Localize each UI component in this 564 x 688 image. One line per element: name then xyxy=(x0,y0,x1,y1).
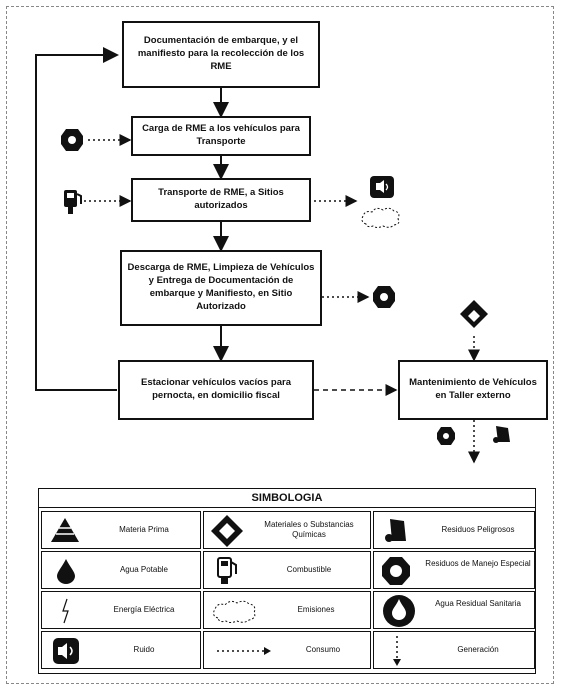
ruido-icon xyxy=(53,638,79,664)
box-mantenimiento: Mantenimiento de Vehículos en Taller ext… xyxy=(398,360,548,420)
legend-label-ruido: Ruido xyxy=(133,645,155,654)
box-transporte: Transporte de RME, a Sitios autorizados xyxy=(131,178,311,222)
ruido-icon xyxy=(370,176,394,198)
box-transporte-label: Transporte de RME, a Sitios autorizados xyxy=(158,187,284,211)
box-descarga: Descarga de RME, Limpieza de Vehículos y… xyxy=(120,250,322,326)
legend-item-generacion: Generación xyxy=(373,631,535,669)
legend-label-materia-prima: Materia Prima xyxy=(119,525,169,534)
legend-item-consumo: Consumo xyxy=(203,631,371,669)
legend-item-ruido: Ruido xyxy=(41,631,201,669)
combustible-icon xyxy=(64,190,82,214)
diagram-frame xyxy=(6,6,554,684)
emisiones-icon xyxy=(361,207,400,228)
box-carga-label: Carga de RME a los vehículos para Transp… xyxy=(142,123,300,147)
legend-item-emisiones: Emisiones xyxy=(203,591,371,629)
energia-electrica-icon xyxy=(62,598,69,624)
residuos-manejo-especial-icon xyxy=(437,427,455,445)
emisiones-icon xyxy=(213,600,256,623)
legend-label-materiales-quimicos: Materiales o Substancias Químicas xyxy=(264,520,354,539)
materiales-quimicos-icon xyxy=(460,300,488,328)
materia-prima-icon xyxy=(51,518,79,542)
legend-label-residuos-peligrosos: Residuos Peligrosos xyxy=(441,525,515,534)
residuos-manejo-especial-icon xyxy=(373,286,395,308)
legend-label-residuos-manejo-especial: Residuos de Manejo Especial xyxy=(425,559,531,568)
residuos-peligrosos-icon xyxy=(385,519,406,542)
legend-item-materia-prima: Materia Prima xyxy=(41,511,201,549)
legend-label-consumo: Consumo xyxy=(305,645,341,654)
materiales-quimicos-icon xyxy=(211,515,243,547)
legend-title: SIMBOLOGIA xyxy=(39,489,535,508)
legend-item-residuos-manejo-especial: Residuos de Manejo Especial xyxy=(373,551,535,589)
legend-label-agua-potable: Agua Potable xyxy=(119,565,169,574)
legend-item-combustible: Combustible xyxy=(203,551,371,589)
box-estacionar-label: Estacionar vehículos vacíos para pernoct… xyxy=(141,377,291,401)
legend-item-energia-electrica: Energía Eléctrica xyxy=(41,591,201,629)
legend-label-emisiones: Emisiones xyxy=(297,605,335,614)
box-descarga-label: Descarga de RME, Limpieza de Vehículos y… xyxy=(127,262,315,312)
generacion-line-icon xyxy=(393,636,401,666)
legend-item-agua-residual-sanitaria: Agua Residual Sanitaria xyxy=(373,591,535,629)
legend-item-materiales-quimicos: Materiales o Substancias Químicas xyxy=(203,511,371,549)
legend-item-agua-potable: Agua Potable xyxy=(41,551,201,589)
legend: SIMBOLOGIA Materia Prima Materiales o Su… xyxy=(38,488,536,674)
agua-potable-icon xyxy=(57,559,75,584)
residuos-manejo-especial-icon xyxy=(382,557,410,585)
legend-label-agua-residual-sanitaria: Agua Residual Sanitaria xyxy=(435,599,521,608)
box-documentacion-label: Documentación de embarque, y el manifies… xyxy=(137,35,305,72)
combustible-icon xyxy=(217,557,237,584)
legend-label-energia-electrica: Energía Eléctrica xyxy=(113,605,175,614)
legend-label-combustible: Combustible xyxy=(286,565,332,574)
loop-back-arrow xyxy=(35,47,119,391)
box-carga: Carga de RME a los vehículos para Transp… xyxy=(131,116,311,156)
agua-residual-sanitaria-icon xyxy=(383,595,415,627)
consumo-line-icon xyxy=(217,647,271,655)
box-mantenimiento-label: Mantenimiento de Vehículos en Taller ext… xyxy=(409,377,537,401)
box-documentacion: Documentación de embarque, y el manifies… xyxy=(122,21,320,88)
legend-label-generacion: Generación xyxy=(457,645,499,654)
residuos-peligrosos-icon xyxy=(493,426,510,443)
box-estacionar: Estacionar vehículos vacíos para pernoct… xyxy=(118,360,314,420)
residuos-manejo-especial-icon xyxy=(61,129,83,151)
legend-item-residuos-peligrosos: Residuos Peligrosos xyxy=(373,511,535,549)
